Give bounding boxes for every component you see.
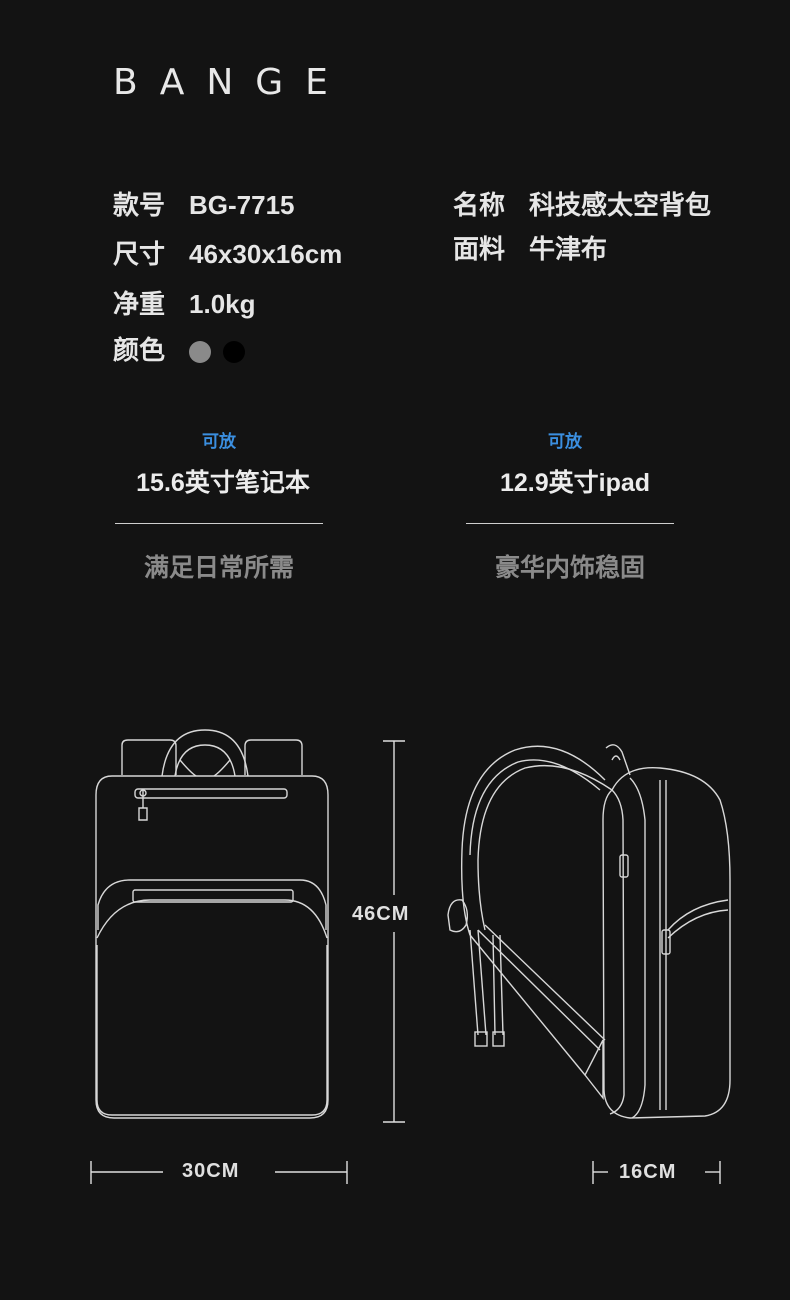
fit-caption-ipad: 可放	[548, 432, 582, 451]
spec-weight-label: 净重	[113, 289, 166, 319]
spec-fabric-value: 牛津布	[529, 234, 608, 264]
height-dimension-line	[383, 740, 405, 1123]
fit-item-ipad: 12.9英寸ipad	[499, 469, 651, 497]
spec-model: 款号 BG-7715	[113, 185, 295, 222]
color-swatch-gray[interactable]	[189, 341, 212, 364]
backpack-front-drawing	[95, 729, 329, 1119]
spec-model-label: 款号	[113, 190, 166, 220]
brand-logo: BANGE	[113, 62, 350, 103]
fit-sub-ipad: 豪华内饰稳固	[494, 554, 645, 582]
spec-name: 名称科技感太空背包	[453, 185, 711, 222]
spec-name-value: 科技感太空背包	[529, 190, 712, 220]
spec-name-label: 名称	[453, 190, 506, 220]
spec-size-label: 尺寸	[113, 239, 166, 269]
spec-color-label: 颜色	[113, 335, 166, 365]
spec-color: 颜色	[113, 330, 246, 367]
depth-dimension-line	[592, 1161, 721, 1184]
divider-ipad	[466, 523, 674, 524]
fit-item-laptop: 15.6英寸笔记本	[136, 469, 310, 497]
spec-model-value: BG-7715	[189, 190, 295, 220]
spec-weight: 净重 1.0kg	[113, 284, 256, 321]
color-swatch-black[interactable]	[223, 341, 246, 364]
spec-fabric: 面料牛津布	[453, 229, 607, 266]
spec-weight-value: 1.0kg	[189, 289, 256, 319]
spec-fabric-label: 面料	[453, 234, 506, 264]
spec-size: 尺寸 46x30x16cm	[113, 234, 342, 271]
fit-sub-laptop: 满足日常所需	[143, 554, 294, 582]
depth-label: 16CM	[619, 1161, 677, 1183]
width-dimension-line	[90, 1161, 348, 1184]
backpack-side-drawing	[447, 744, 731, 1119]
divider-laptop	[115, 523, 323, 524]
width-label: 30CM	[182, 1160, 240, 1182]
height-label: 46CM	[352, 903, 410, 925]
fit-caption-laptop: 可放	[202, 432, 236, 451]
spec-size-value: 46x30x16cm	[189, 239, 343, 269]
